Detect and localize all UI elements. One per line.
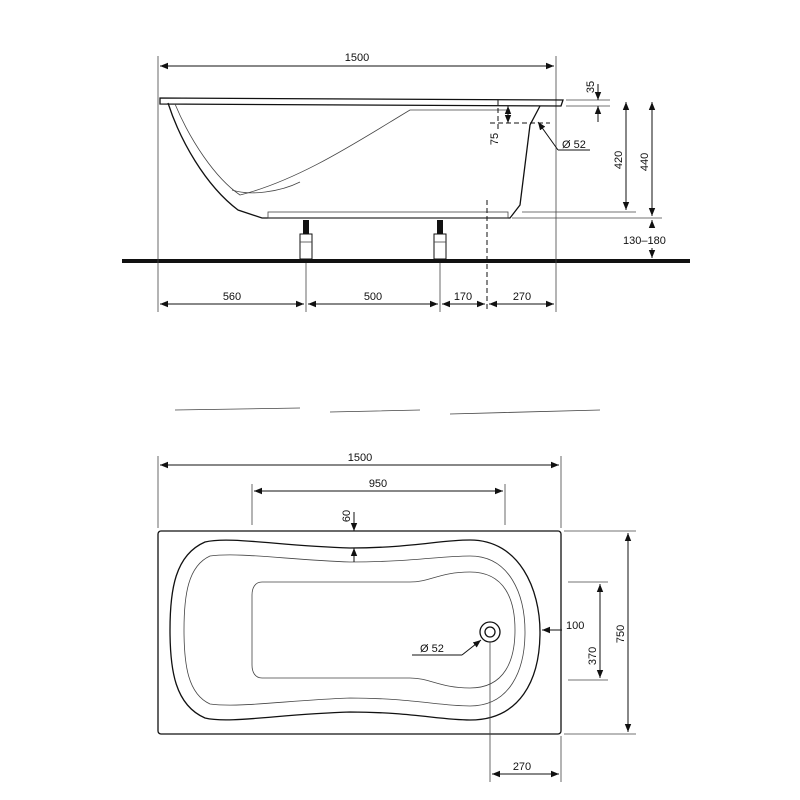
rim-height-label: 35 [585,81,597,93]
leg-spacing-label-1: 560 [223,291,241,303]
tub-floor-panel [251,571,516,689]
overall-width-label: 750 [615,625,627,643]
side-drain-diameter-label: Ø 52 [562,139,586,151]
leg-left [299,220,313,260]
drain-distance-label: 270 [513,761,531,773]
top-drain-diameter-label: Ø 52 [420,643,444,655]
leg-spacing-label-3: 170 [454,291,472,303]
leg-spacing-label-4: 270 [513,291,531,303]
tub-shell [167,102,541,219]
overflow-offset-label: 75 [489,133,501,145]
tub-basin-outline [169,539,541,721]
side-view: 1500 35 75 Ø 52 420 440 130–180 560 5 [122,52,690,312]
top-length-label: 1500 [348,452,372,464]
tub-basin-inner [183,554,526,707]
side-length-label: 1500 [345,52,369,64]
inner-length-label: 950 [369,478,387,490]
inner-depth-label: 420 [613,151,625,169]
total-height-label: 440 [639,153,651,171]
tub-inner-wall [174,103,510,196]
leg-spacing-label-2: 500 [364,291,382,303]
top-view: 1500 950 60 100 Ø 52 370 750 270 [157,452,636,782]
drain-icon [479,621,501,643]
floor-line [122,259,690,263]
leg-height-label: 130–180 [623,235,666,247]
inner-width-label: 370 [587,647,599,665]
tub-rim [159,97,564,107]
leg-right [433,220,447,260]
top-overflow-offset-label: 100 [566,620,584,632]
rim-width-label: 60 [341,510,353,522]
tub-outer-rim [157,530,562,735]
